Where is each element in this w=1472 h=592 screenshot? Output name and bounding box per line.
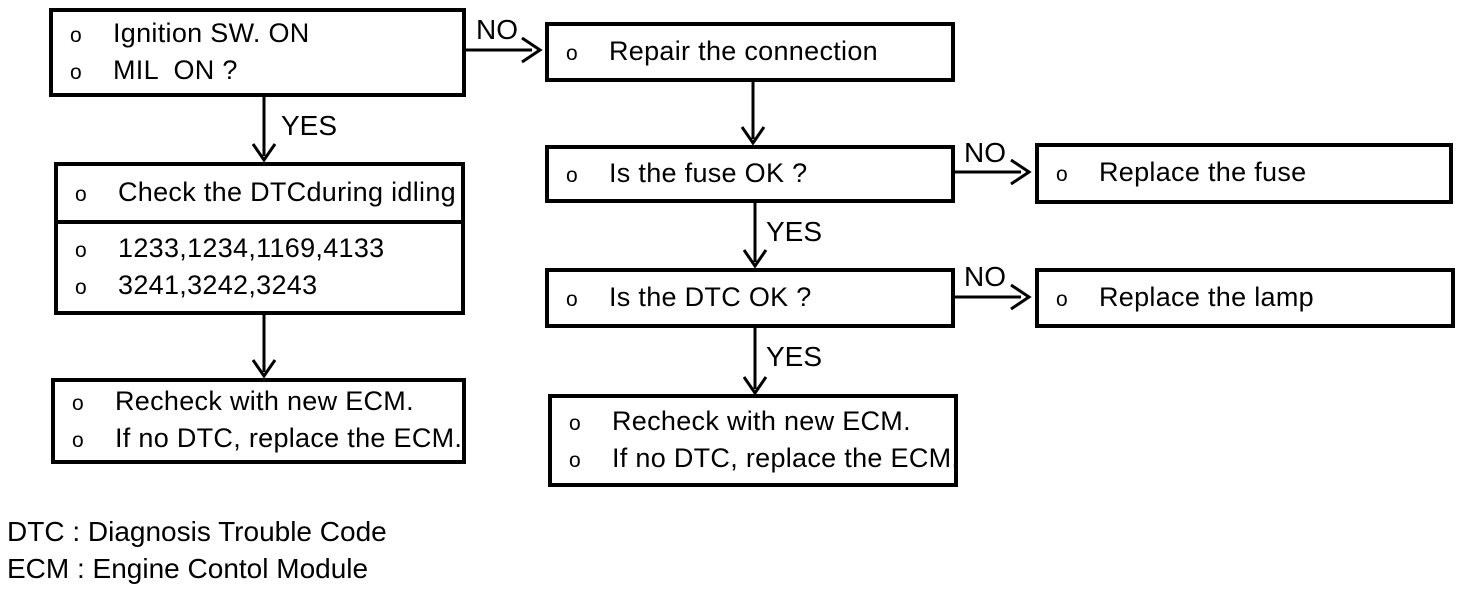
- bullet-icon: o: [569, 411, 581, 435]
- box-line-text: Recheck with new ECM.: [115, 386, 414, 416]
- box-line-row: o Recheck with new ECM.: [552, 404, 954, 441]
- box-line-row: o Is the fuse OK ?: [549, 156, 951, 193]
- box-line-row: o If no DTC, replace the ECM.: [55, 421, 462, 458]
- bullet-icon: o: [566, 41, 578, 65]
- arrow-codes-to-recheck-icon: [251, 314, 277, 379]
- box-line-text: Ignition SW. ON: [113, 17, 310, 48]
- box-line-text: Is the DTC OK ?: [609, 281, 812, 312]
- bullet-icon: o: [72, 392, 84, 415]
- box-line-row: o If no DTC, replace the ECM.: [552, 441, 959, 478]
- bullet-icon: o: [566, 163, 578, 187]
- arrow-no-to-replace-lamp-icon: [953, 283, 1032, 311]
- box-line-row: o 1233,1234,1169,4133: [58, 231, 461, 268]
- box-line-row: o Repair the connection: [549, 34, 951, 71]
- arrow-yes-to-check-dtc-icon: [251, 96, 277, 163]
- bullet-icon: o: [75, 275, 87, 299]
- label-no-2: NO: [964, 137, 1006, 168]
- box-line-row: o 3241,3242,3243: [58, 268, 461, 305]
- label-yes-2: YES: [766, 216, 823, 247]
- box-line-row: o Replace the lamp: [1039, 280, 1451, 317]
- label-yes-1: YES: [281, 110, 338, 141]
- box-line-text: Replace the fuse: [1099, 157, 1307, 187]
- box-line-row: o Recheck with new ECM.: [55, 384, 462, 421]
- box-replace-lamp: o Replace the lamp: [1035, 268, 1455, 328]
- box-is-fuse-ok: o Is the fuse OK ?: [545, 145, 955, 203]
- legend-ecm: ECM : Engine Contol Module: [7, 553, 369, 584]
- bullet-icon: o: [70, 23, 82, 47]
- bullet-icon: o: [75, 238, 87, 262]
- box-line-row: o Is the DTC OK ?: [549, 280, 951, 317]
- arrow-repair-to-fuse-icon: [740, 81, 766, 146]
- box-repair-connection: o Repair the connection: [545, 22, 955, 82]
- arrow-yes-to-dtc-ok-icon: [742, 202, 768, 269]
- legend-dtc: DTC : Diagnosis Trouble Code: [7, 516, 387, 547]
- box-line-text: If no DTC, replace the ECM.: [115, 423, 463, 453]
- box-line-row: o Check the DTCduring idling: [58, 175, 461, 212]
- box-replace-fuse: o Replace the fuse: [1035, 143, 1453, 204]
- label-yes-3: YES: [766, 341, 823, 372]
- box-line-text: Check the DTCduring idling: [118, 176, 456, 207]
- box-line-row: o Ignition SW. ON: [53, 16, 462, 53]
- arrow-no-to-replace-fuse-icon: [953, 158, 1032, 186]
- box-line-text: MIL ON ?: [113, 54, 238, 85]
- legend: DTC : Diagnosis Trouble Code ECM : Engin…: [7, 513, 387, 587]
- box-line-text: 1233,1234,1169,4133: [118, 232, 385, 263]
- box-line-row: o Replace the fuse: [1039, 155, 1449, 192]
- box-check-dtc: o Check the DTCduring idling: [54, 162, 465, 224]
- box-line-text: 3241,3242,3243: [118, 269, 318, 300]
- box-ignition-mil: o Ignition SW. ON o MIL ON ?: [49, 8, 466, 97]
- label-no-1: NO: [476, 14, 518, 45]
- box-line-text: Recheck with new ECM.: [612, 405, 911, 436]
- arrow-no-to-repair-icon: [464, 36, 543, 64]
- box-line-text: Repair the connection: [609, 35, 878, 66]
- box-line-text: Is the fuse OK ?: [609, 157, 808, 188]
- box-line-row: o MIL ON ?: [53, 53, 462, 90]
- bullet-icon: o: [1056, 287, 1068, 311]
- box-line-text: Replace the lamp: [1099, 281, 1314, 312]
- arrow-yes-to-recheck-icon: [742, 327, 768, 396]
- label-no-3: NO: [964, 261, 1006, 292]
- box-recheck-ecm-left: o Recheck with new ECM. o If no DTC, rep…: [51, 378, 466, 464]
- box-line-text: If no DTC, replace the ECM.: [612, 442, 960, 473]
- bullet-icon: o: [72, 429, 84, 452]
- bullet-icon: o: [75, 182, 87, 206]
- bullet-icon: o: [566, 287, 578, 311]
- bullet-icon: o: [569, 448, 581, 472]
- bullet-icon: o: [1056, 163, 1068, 186]
- bullet-icon: o: [70, 60, 82, 84]
- box-is-dtc-ok: o Is the DTC OK ?: [545, 268, 955, 328]
- box-recheck-ecm-mid: o Recheck with new ECM. o If no DTC, rep…: [548, 394, 959, 487]
- box-dtc-codes: o 1233,1234,1169,4133 o 3241,3242,3243: [54, 224, 465, 315]
